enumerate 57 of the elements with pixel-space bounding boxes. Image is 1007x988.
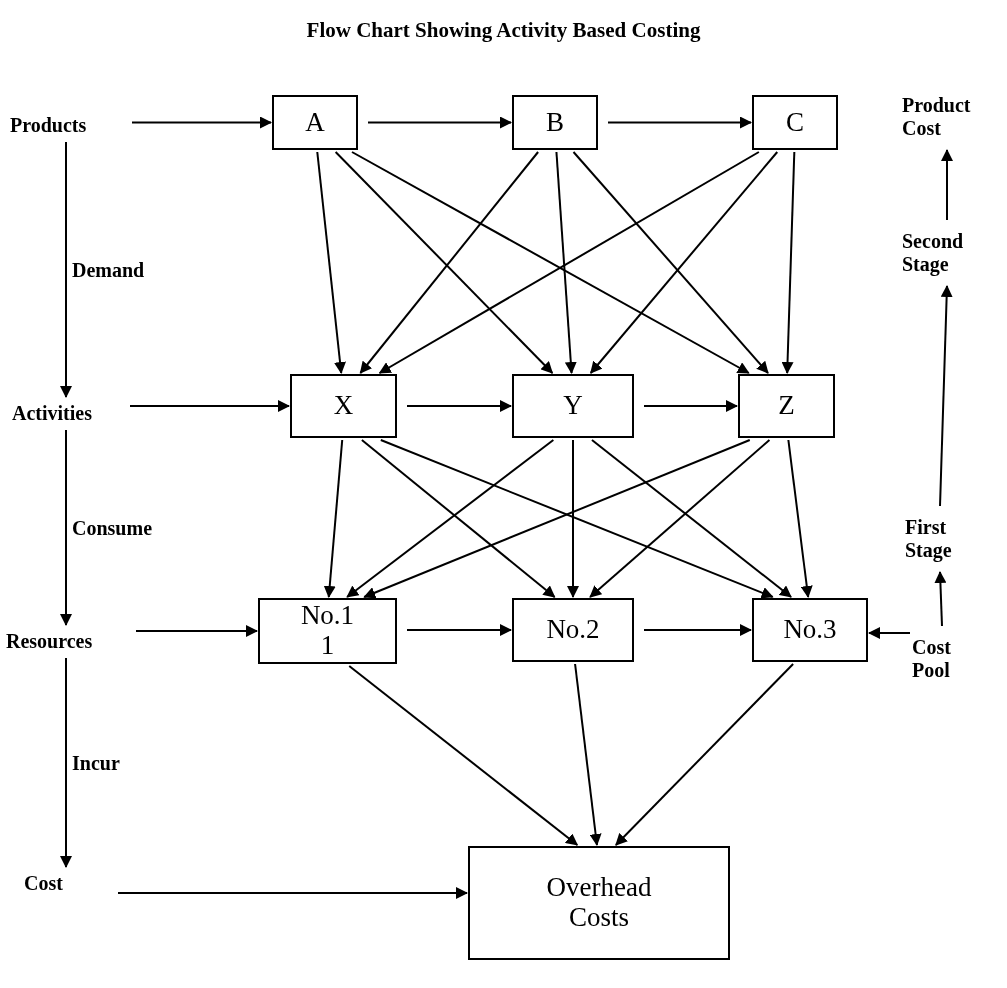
- flow-label: Products: [10, 110, 122, 140]
- box-label: C: [786, 107, 804, 138]
- arrow: [567, 439, 579, 598]
- process-box: [468, 846, 730, 960]
- arrow: [60, 141, 72, 398]
- flow-label: Cost Pool: [912, 628, 972, 690]
- process-box: [512, 95, 598, 150]
- arrow: [359, 151, 540, 374]
- process-box: [752, 598, 868, 662]
- arrow: [135, 625, 258, 637]
- arrow: [60, 429, 72, 626]
- arrow: [939, 285, 953, 507]
- process-box: [512, 598, 634, 662]
- arrow: [787, 439, 813, 598]
- box-label: X: [333, 391, 354, 421]
- flow-label: Cost: [24, 868, 108, 898]
- arrow: [574, 663, 602, 846]
- flow-label: Resources: [6, 626, 126, 656]
- box-label: Y: [563, 391, 583, 421]
- arrow: [348, 665, 579, 846]
- title: Flow Chart Showing Activity Based Costing: [306, 18, 701, 43]
- flow-label: Product Cost: [902, 86, 992, 148]
- process-box: [290, 374, 397, 438]
- flow-label: Second Stage: [902, 222, 992, 284]
- arrow: [316, 151, 346, 374]
- flow-label: Activities: [12, 398, 120, 428]
- arrow: [607, 116, 752, 129]
- arrow: [781, 151, 796, 374]
- box-label: Z: [778, 391, 795, 421]
- arrow: [129, 400, 290, 412]
- arrow: [555, 151, 577, 374]
- arrow: [406, 624, 512, 636]
- arrow: [131, 116, 272, 129]
- arrow: [367, 116, 512, 129]
- process-box: [258, 598, 397, 664]
- process-box: [512, 374, 634, 438]
- arrow: [643, 624, 752, 636]
- arrow: [406, 400, 512, 412]
- box-label: No.3: [783, 615, 837, 645]
- box-label: No.2: [546, 615, 600, 645]
- process-box: [272, 95, 358, 150]
- arrow: [934, 571, 947, 627]
- box-label: B: [546, 107, 564, 138]
- arrow: [117, 887, 468, 899]
- box-label: No.1 1: [299, 601, 356, 661]
- arrow: [614, 663, 795, 846]
- flow-label: First Stage: [905, 508, 975, 570]
- process-box: [738, 374, 835, 438]
- arrow: [868, 627, 911, 639]
- arrow: [941, 149, 953, 221]
- arrow: [334, 151, 554, 374]
- box-label: A: [305, 107, 325, 138]
- arrow: [643, 400, 738, 412]
- arrow: [323, 439, 344, 598]
- process-box: [752, 95, 838, 150]
- arrow: [60, 657, 72, 868]
- box-label: Overhead Costs: [545, 873, 653, 933]
